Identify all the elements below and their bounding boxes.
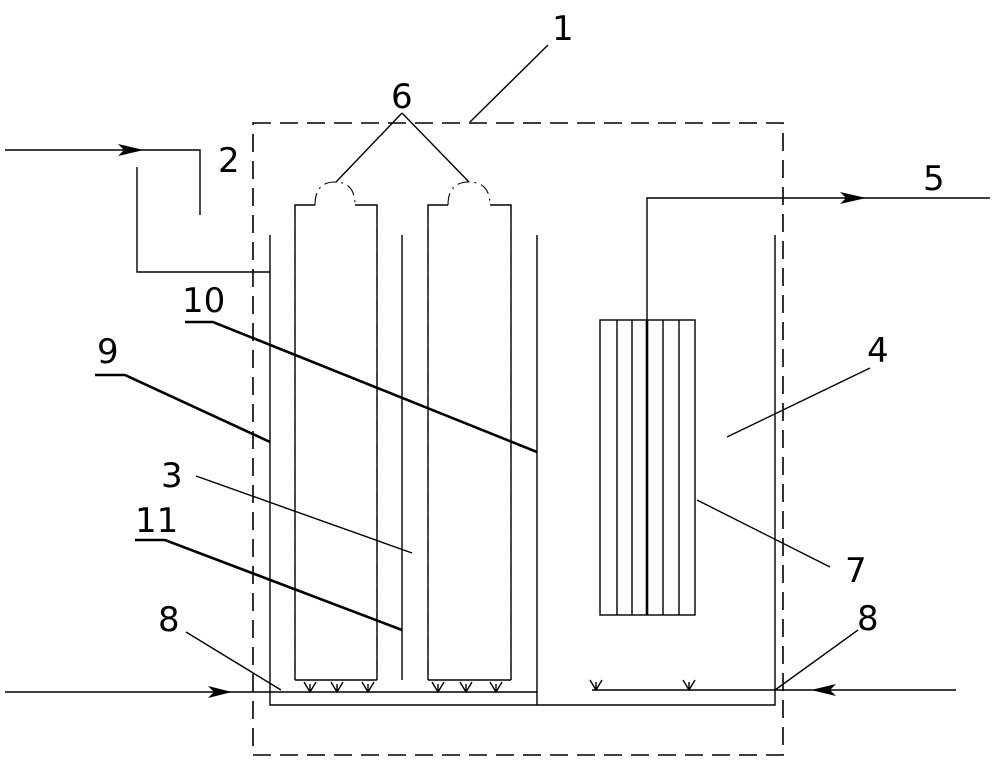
label-9: 9: [97, 332, 119, 372]
label-2: 2: [218, 141, 240, 181]
module-right: [427, 181, 512, 681]
vent-cap-left: [314, 181, 356, 206]
inlet-arrow-right: [811, 684, 836, 696]
inlet-arrow-top: [118, 144, 144, 156]
label-6: 6: [391, 77, 413, 117]
vent-cap-right: [447, 181, 491, 206]
tank-outer-wall: [269, 235, 776, 706]
label-4: 4: [867, 331, 889, 371]
leader-lines: [95, 44, 871, 691]
inlet-pipe-top: [5, 144, 270, 273]
label-7: 7: [845, 551, 867, 591]
outlet-arrow: [840, 192, 866, 204]
leader-8b: [774, 629, 859, 691]
module-left: [294, 181, 378, 681]
number-labels: 1 2 3 4 5 6 7 8 8 9 10 11: [97, 9, 945, 640]
inlet-arrow-left: [208, 686, 232, 698]
leader-9: [95, 373, 271, 444]
diffuser-arrow: [589, 679, 603, 692]
leader-10: [185, 320, 538, 454]
leader-6a: [335, 112, 403, 183]
leader-6b: [401, 112, 470, 183]
inlet-bottom-left: [5, 686, 270, 698]
leader-7: [696, 499, 831, 568]
leader-11: [135, 538, 403, 632]
tank: [269, 235, 776, 706]
leader-1: [469, 44, 549, 123]
membrane-module: [599, 319, 696, 616]
leader-3: [195, 475, 413, 554]
diffuser-arrows-left: [303, 681, 503, 694]
label-3: 3: [161, 456, 183, 496]
leader-4: [726, 367, 871, 438]
aerator-right: [589, 679, 956, 696]
label-1: 1: [552, 9, 574, 49]
label-5: 5: [923, 159, 945, 199]
label-10: 10: [182, 281, 225, 321]
diffuser-arrow: [682, 679, 696, 692]
outlet-pipe: [646, 192, 990, 320]
label-8-left: 8: [158, 600, 180, 640]
outer-enclosure: [252, 122, 784, 756]
label-11: 11: [135, 501, 178, 541]
label-8-right: 8: [857, 599, 879, 639]
aerator-left: [270, 681, 537, 694]
leader-8a: [185, 631, 282, 691]
